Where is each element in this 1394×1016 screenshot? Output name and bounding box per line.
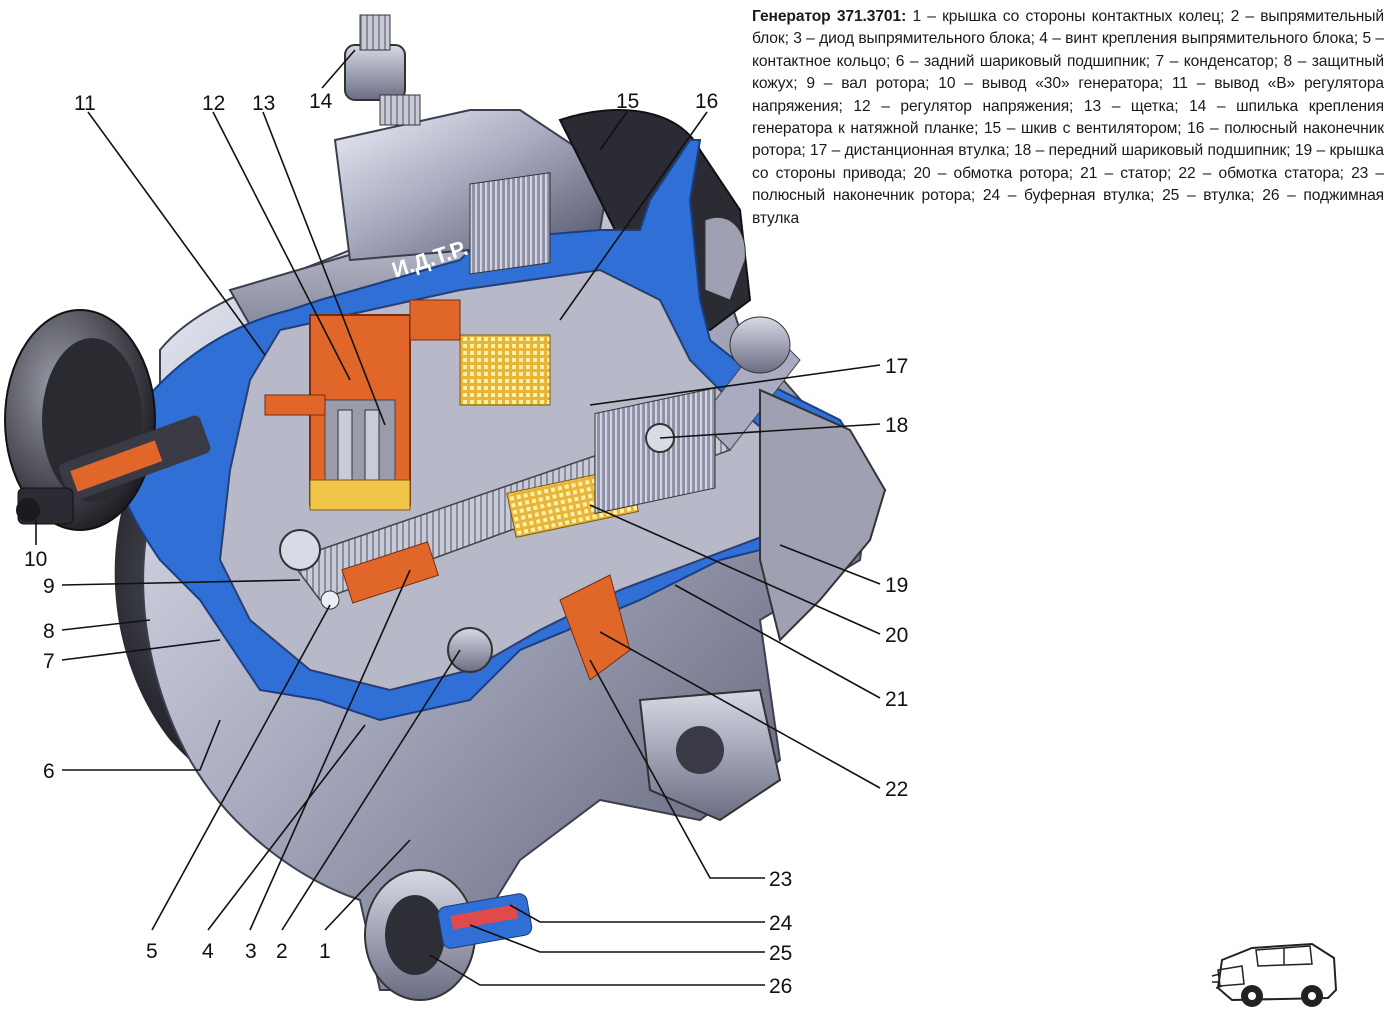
brush-holder-base (309, 479, 411, 511)
callout-13: 13 (252, 92, 275, 115)
callout-7: 7 (43, 650, 55, 673)
leader-15 (599, 111, 628, 151)
stud-nut (344, 44, 406, 101)
leader-22 (599, 631, 881, 789)
callout-19: 19 (885, 574, 908, 597)
leader-3 (249, 569, 411, 931)
callout-16: 16 (695, 90, 718, 113)
figure-caption: Генератор 371.3701: 1 – крышка со сторон… (752, 6, 1384, 230)
terminal-30 (16, 415, 211, 525)
leader-20 (589, 504, 881, 635)
callout-26: 26 (769, 975, 792, 998)
mounting-lug (364, 869, 533, 1001)
leader-9 (61, 579, 301, 586)
leader-26 (429, 954, 765, 986)
leader-11 (87, 111, 266, 356)
callout-21: 21 (885, 688, 908, 711)
leader-14 (321, 49, 356, 89)
truck-logo (1211, 942, 1338, 1007)
callout-2: 2 (276, 940, 288, 963)
callout-22: 22 (885, 778, 908, 801)
callout-20: 20 (885, 624, 908, 647)
leader-2 (281, 649, 461, 931)
callout-6: 6 (43, 760, 55, 783)
generator-body: И.Д.Т.Р. (4, 14, 887, 1001)
callout-9: 9 (43, 575, 55, 598)
leader-24 (509, 904, 765, 923)
regulator-terminal (264, 394, 326, 416)
callout-labels: 11 12 13 14 15 16 17 18 19 20 21 22 23 2… (24, 90, 908, 998)
capacitor (447, 627, 493, 673)
stator-winding-upper (409, 299, 461, 341)
callout-23: 23 (769, 868, 792, 891)
callout-4: 4 (202, 940, 214, 963)
leader-1 (324, 839, 411, 931)
slip-ring (341, 541, 439, 604)
leader-19 (779, 544, 881, 585)
leader-7 (61, 639, 221, 661)
leader-23 (589, 659, 765, 879)
callout-17: 17 (885, 355, 908, 378)
regulator-inner (324, 399, 396, 491)
leader-lines (35, 49, 881, 986)
stator-upper (469, 172, 551, 275)
caption-text: 1 – крышка со стороны контактных колец; … (752, 8, 1384, 227)
fan-blade (704, 216, 746, 301)
stator-winding-lower (559, 574, 631, 681)
callout-25: 25 (769, 942, 792, 965)
callout-1: 1 (319, 940, 331, 963)
leader-16 (559, 111, 708, 321)
leader-8 (61, 619, 151, 631)
callout-8: 8 (43, 620, 55, 643)
rotor-winding-upper (459, 334, 551, 406)
callout-5: 5 (146, 940, 158, 963)
caption-title: Генератор 371.3701: (752, 8, 907, 25)
leader-18 (659, 423, 881, 439)
callout-3: 3 (245, 940, 257, 963)
callout-10: 10 (24, 548, 47, 571)
leader-25 (469, 924, 765, 953)
leader-4 (207, 724, 366, 931)
leader-12 (212, 111, 351, 381)
leader-21 (674, 584, 881, 699)
rear-bearing (279, 529, 321, 571)
leader-6 (62, 719, 221, 771)
leader-5 (151, 604, 331, 931)
stud-base (379, 94, 421, 126)
leader-17 (589, 364, 881, 406)
callout-12: 12 (202, 92, 225, 115)
tensioner-lug-hole (676, 726, 724, 774)
brush-2 (364, 409, 380, 481)
callout-15: 15 (616, 90, 639, 113)
callout-11: 11 (74, 92, 96, 115)
callout-18: 18 (885, 414, 908, 437)
callout-14: 14 (309, 90, 333, 113)
stud-thread (359, 14, 391, 51)
leader-13 (262, 111, 386, 426)
rear-bearing-ball (320, 590, 340, 610)
callout-24: 24 (769, 912, 793, 935)
brush-1 (337, 409, 353, 481)
